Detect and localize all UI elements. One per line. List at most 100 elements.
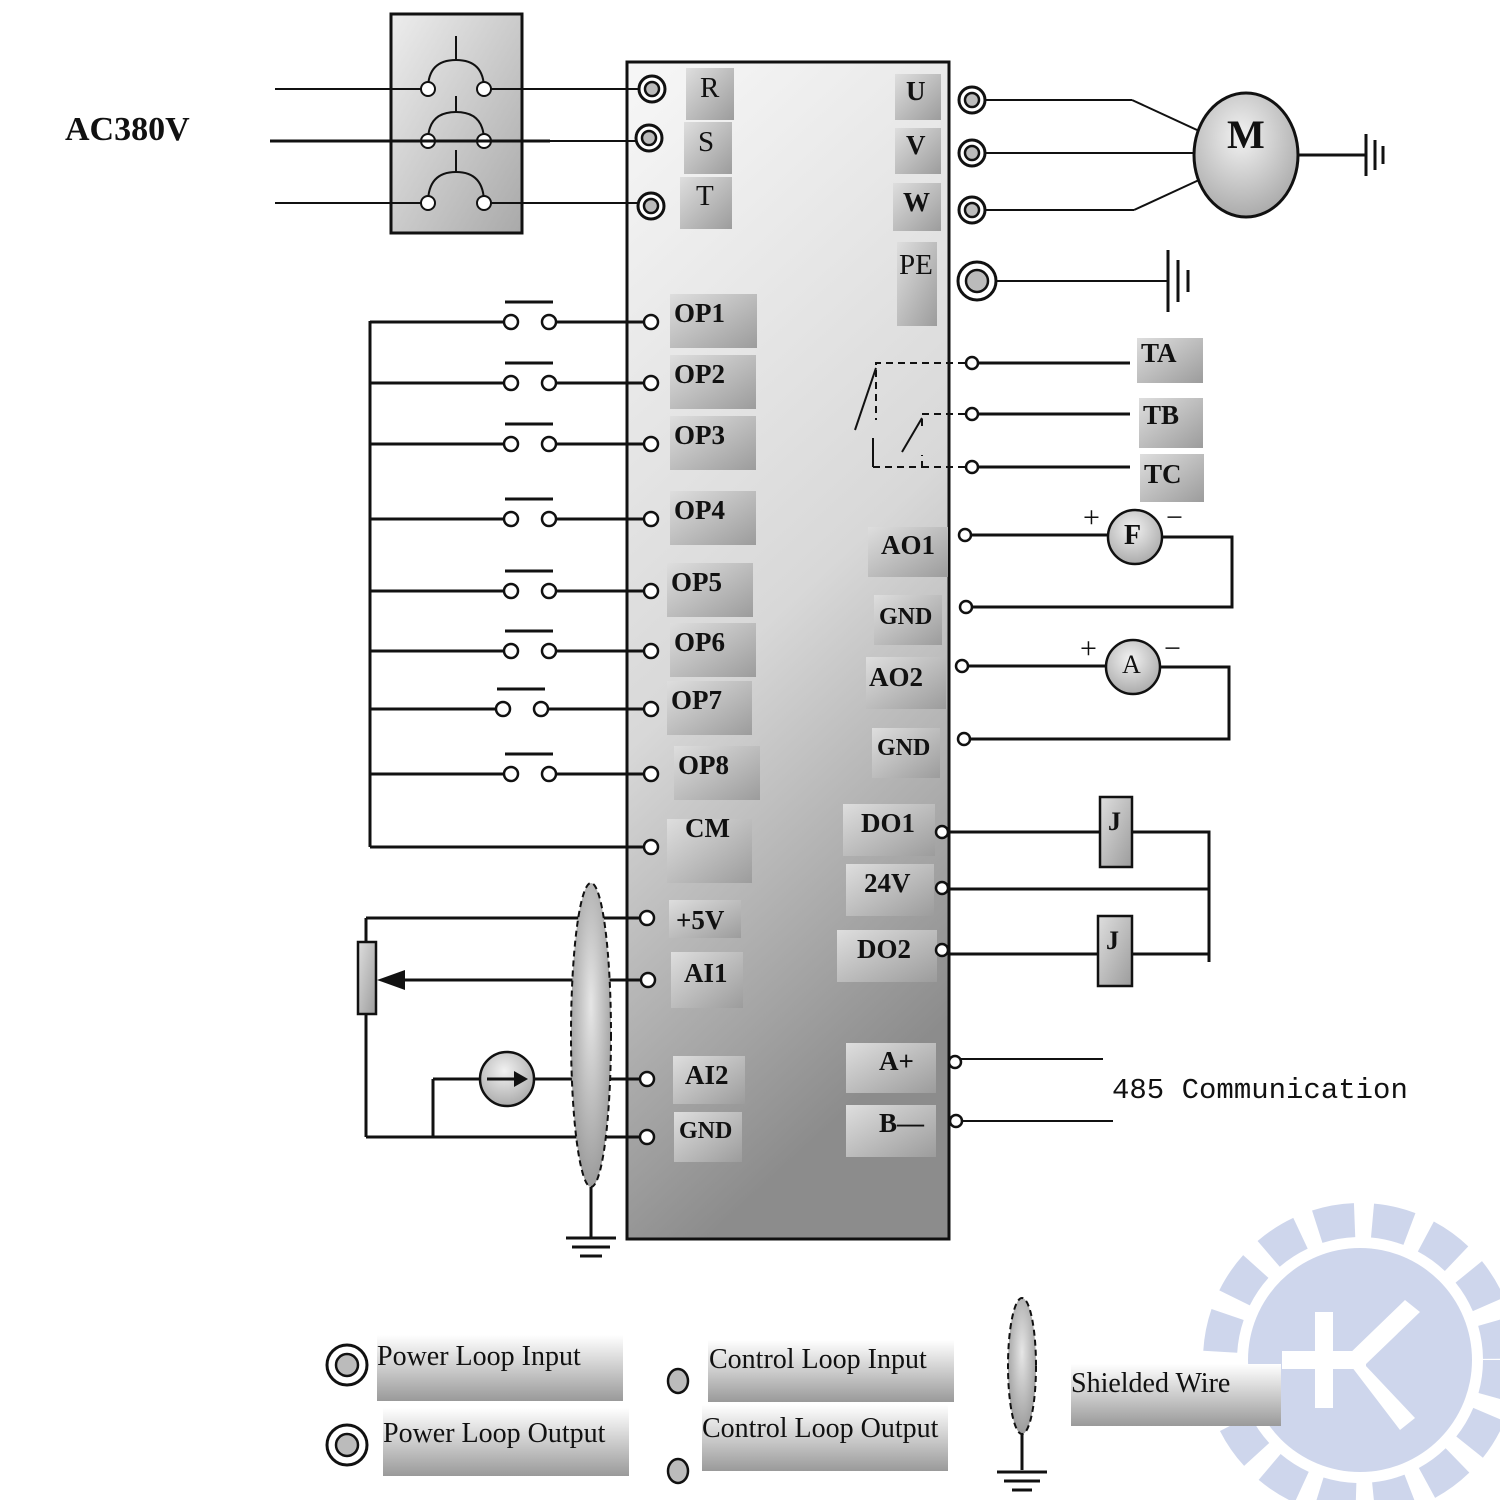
terminal-gnd-ao2: GND — [872, 728, 972, 778]
terminal-gnd-ao1: GND — [874, 595, 974, 645]
terminal-label: OP3 — [674, 420, 725, 450]
switch-op6 — [370, 629, 644, 660]
relay-contacts — [854, 362, 965, 468]
current-source — [478, 1050, 536, 1108]
terminal-ai1: AI1 — [639, 952, 743, 1008]
gear-logo-watermark — [1203, 1203, 1500, 1500]
terminal-label: OP7 — [671, 685, 722, 715]
terminal-op6: OP6 — [642, 623, 756, 677]
svg-text:T: T — [696, 180, 714, 212]
svg-text:DO2: DO2 — [857, 934, 911, 964]
svg-text:−: − — [1166, 501, 1183, 534]
svg-text:A+: A+ — [879, 1046, 914, 1076]
svg-text:A: A — [1122, 650, 1141, 679]
ground-icon — [1364, 134, 1385, 176]
terminal-gnd-ai: GND — [638, 1112, 742, 1162]
control-terminal-dot — [642, 838, 660, 856]
relay-coil-2: J — [1096, 914, 1134, 988]
svg-text:GND: GND — [877, 735, 930, 761]
terminal-op3: OP3 — [642, 416, 756, 470]
terminal-pe: PE — [897, 242, 998, 326]
supply-label: AC380V — [65, 111, 190, 148]
terminal-plus5v: +5V — [638, 900, 741, 938]
legend: Power Loop Input Power Loop Output Contr… — [325, 1297, 1281, 1492]
svg-text:F: F — [1124, 520, 1141, 551]
terminal-label: OP5 — [671, 567, 722, 597]
terminal-op7: OP7 — [642, 681, 752, 735]
legend-control-input: Control Loop Input — [666, 1340, 954, 1402]
frequency-meter: F + − — [1083, 501, 1183, 566]
terminal-op4: OP4 — [642, 491, 756, 545]
svg-text:+: + — [1080, 632, 1097, 665]
terminal-ao1: AO1 — [868, 527, 973, 577]
svg-text:Control Loop Input: Control Loop Input — [709, 1344, 927, 1375]
control-terminal-dot — [642, 313, 660, 331]
motor: M — [1192, 91, 1300, 219]
terminal-label: OP8 — [678, 750, 729, 780]
legend-power-input: Power Loop Input — [325, 1335, 623, 1401]
svg-text:S: S — [698, 126, 714, 158]
wiper-arrow-icon — [377, 970, 405, 990]
svg-text:R: R — [700, 72, 720, 104]
switch-op7 — [370, 687, 644, 718]
svg-text:GND: GND — [679, 1118, 732, 1144]
terminal-op5: OP5 — [642, 563, 753, 617]
svg-text:AO2: AO2 — [869, 662, 923, 692]
terminal-t: T — [636, 177, 732, 229]
svg-text:M: M — [1227, 112, 1265, 157]
svg-text:Shielded Wire: Shielded Wire — [1071, 1368, 1230, 1399]
svg-text:B—: B— — [879, 1108, 925, 1138]
switch-op8 — [370, 752, 644, 783]
svg-text:TC: TC — [1144, 459, 1182, 489]
svg-text:PE: PE — [899, 249, 933, 281]
svg-text:Power Loop Output: Power Loop Output — [383, 1418, 606, 1449]
terminal-a-plus: A+ — [846, 1043, 963, 1093]
svg-text:GND: GND — [879, 604, 932, 630]
control-terminal-dot — [642, 582, 660, 600]
terminal-v: V — [895, 128, 987, 174]
relay-coil-1: J — [1098, 795, 1134, 869]
terminal-s: S — [634, 122, 732, 174]
terminal-op2: OP2 — [642, 355, 756, 409]
comm-label: 485 Communication — [1112, 1074, 1408, 1107]
ground-icon — [1166, 250, 1190, 312]
terminal-label: OP6 — [674, 627, 725, 657]
terminal-cm: CM — [642, 813, 752, 883]
switch-op5 — [370, 569, 644, 600]
legend-control-output: Control Loop Output — [666, 1405, 948, 1485]
terminal-label: OP2 — [674, 359, 725, 389]
terminal-u: U — [895, 74, 987, 120]
svg-text:+: + — [1083, 501, 1100, 534]
switch-op3 — [370, 422, 644, 453]
svg-text:24V: 24V — [864, 868, 911, 898]
terminal-tb: TB — [964, 398, 1203, 448]
svg-text:J: J — [1106, 926, 1119, 955]
legend-shielded-wire: Shielded Wire — [997, 1297, 1281, 1492]
terminal-b-minus: B— — [846, 1105, 964, 1157]
svg-text:AO1: AO1 — [881, 530, 935, 560]
terminal-ta: TA — [964, 338, 1203, 383]
svg-text:Power Loop Input: Power Loop Input — [377, 1341, 581, 1372]
terminal-label: OP4 — [674, 495, 725, 525]
svg-text:DO1: DO1 — [861, 808, 915, 838]
potentiometer — [356, 940, 378, 1016]
terminal-ao2: AO2 — [866, 657, 970, 709]
svg-text:AI2: AI2 — [685, 1060, 729, 1090]
shield-icon — [566, 882, 616, 1258]
switch-op2 — [370, 361, 644, 392]
svg-text:J: J — [1108, 807, 1121, 836]
control-terminal-dot — [642, 765, 660, 783]
ammeter: A + − — [1080, 632, 1181, 696]
svg-text:V: V — [906, 130, 926, 160]
terminal-tc: TC — [964, 454, 1204, 502]
svg-text:W: W — [903, 187, 930, 217]
svg-text:TA: TA — [1141, 338, 1177, 368]
control-terminal-dot — [642, 374, 660, 392]
svg-text:+5V: +5V — [676, 905, 725, 935]
control-terminal-dot — [642, 510, 660, 528]
terminal-label: CM — [685, 813, 730, 843]
legend-power-output: Power Loop Output — [325, 1408, 629, 1476]
terminal-r: R — [637, 68, 734, 120]
